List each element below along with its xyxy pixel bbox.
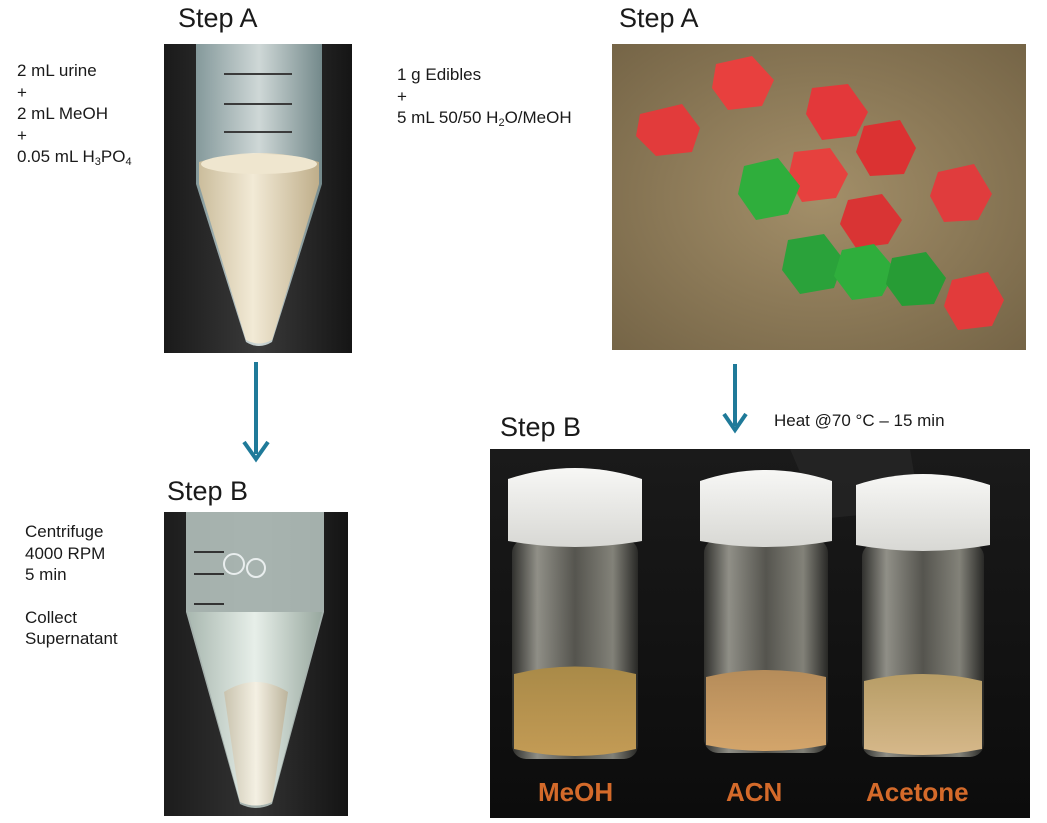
collect-line: Collect bbox=[25, 607, 77, 627]
solvent-prefix: 5 mL 50/50 H bbox=[397, 108, 499, 128]
rpm-line: 4000 RPM bbox=[25, 543, 106, 563]
edibles-step-a-instructions: 1 g Edibles + 5 mL 50/50 H2O/MeOH bbox=[397, 64, 572, 129]
heat-instruction: Heat @70 °C – 15 min bbox=[774, 411, 945, 430]
edibles-step-a-title: Step A bbox=[619, 3, 699, 33]
urine-tube-photo-step-b bbox=[164, 512, 348, 816]
vials-photo: MeOH ACN Acetone bbox=[490, 449, 1030, 818]
gummy-edibles-photo bbox=[612, 44, 1026, 350]
vial-label-meoh: MeOH bbox=[538, 777, 614, 807]
phosphoric-prefix: 0.05 mL H bbox=[17, 147, 95, 167]
phosphoric-mid: PO bbox=[100, 147, 126, 167]
time-line: 5 min bbox=[25, 565, 67, 585]
methanol-volume-line: 2 mL MeOH bbox=[17, 104, 109, 124]
urine-volume-line: 2 mL urine bbox=[17, 61, 97, 80]
phosphoric-sub-3: 3 bbox=[94, 156, 101, 169]
plus-sign: + bbox=[17, 82, 27, 102]
solvent-sub-2: 2 bbox=[498, 117, 505, 130]
solvent-line: 5 mL 50/50 H2O/MeOH bbox=[397, 107, 572, 129]
urine-tube-photo-step-a bbox=[164, 44, 352, 353]
phosphoric-acid-line: 0.05 mL H3PO4 bbox=[17, 146, 132, 168]
edibles-step-b-title: Step B bbox=[500, 412, 582, 442]
edibles-down-arrow-icon bbox=[722, 364, 748, 434]
urine-down-arrow-icon bbox=[242, 362, 270, 463]
vials-photo-graphic bbox=[490, 449, 1030, 818]
vial-label-acetone: Acetone bbox=[866, 777, 969, 807]
urine-step-b-title: Step B bbox=[167, 476, 249, 506]
solvent-suffix: O/MeOH bbox=[504, 108, 572, 128]
supernatant-line: Supernatant bbox=[25, 629, 118, 649]
phosphoric-sub-4: 4 bbox=[125, 156, 132, 169]
urine-step-a-title: Step A bbox=[178, 3, 258, 33]
urine-step-a-instructions: 2 mL urine + 2 mL MeOH + 0.05 mL H3PO4 bbox=[17, 60, 132, 168]
centrifuge-line: Centrifuge bbox=[25, 522, 104, 541]
vial-label-acn: ACN bbox=[726, 777, 783, 807]
edibles-mass-line: 1 g Edibles bbox=[397, 65, 482, 84]
plus-sign: + bbox=[17, 125, 27, 145]
urine-step-b-instructions: Centrifuge 4000 RPM 5 min Collect Supern… bbox=[25, 521, 118, 650]
plus-sign: + bbox=[397, 86, 407, 106]
